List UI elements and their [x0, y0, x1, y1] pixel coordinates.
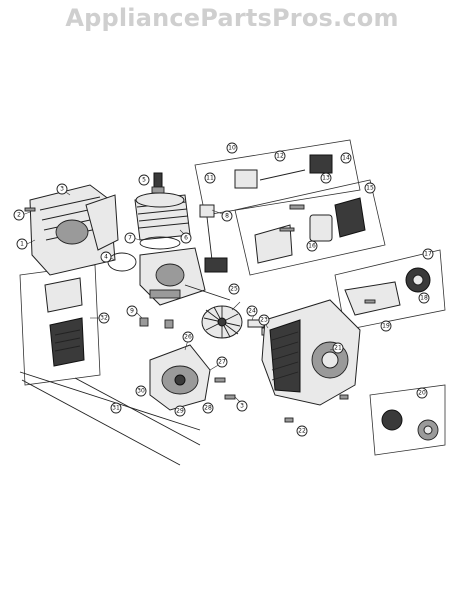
callout-13: 13 — [320, 172, 332, 184]
callout-17: 17 — [422, 248, 434, 260]
spark-plug — [151, 172, 165, 194]
svg-text:9: 9 — [130, 308, 134, 315]
callout-14: 14 — [340, 152, 352, 164]
svg-text:13: 13 — [322, 175, 330, 182]
callout-1: 1 — [16, 238, 28, 250]
svg-text:2: 2 — [17, 212, 21, 219]
cylinder-gasket — [139, 236, 181, 250]
site-watermark: AppliancePartsPros.com — [65, 4, 399, 32]
group-box-20 — [369, 384, 446, 456]
svg-text:19: 19 — [382, 323, 390, 330]
svg-text:22: 22 — [298, 428, 306, 435]
callout-3-bottom: 3 — [236, 400, 248, 412]
crankcase — [139, 247, 231, 306]
callout-27: 27 — [216, 356, 228, 368]
svg-text:25: 25 — [230, 286, 238, 293]
fasteners — [24, 204, 376, 423]
svg-text:8: 8 — [225, 213, 229, 220]
callout-8: 8 — [221, 210, 233, 222]
o-ring — [107, 252, 137, 272]
throttle-cables — [19, 371, 201, 466]
connecting-rod — [199, 204, 228, 273]
callout-9: 9 — [126, 305, 138, 317]
svg-text:27: 27 — [218, 359, 226, 366]
callout-6: 6 — [180, 232, 192, 244]
callout-7: 7 — [124, 232, 136, 244]
callout-15: 15 — [364, 182, 376, 194]
cylinder-shroud — [29, 184, 119, 276]
svg-text:1: 1 — [20, 241, 24, 248]
svg-text:17: 17 — [424, 251, 432, 258]
callout-12: 12 — [274, 150, 286, 162]
callout-21: 21 — [332, 342, 344, 354]
filter-group — [254, 197, 366, 264]
svg-text:23: 23 — [260, 317, 268, 324]
callout-22: 22 — [296, 425, 308, 437]
svg-text:11: 11 — [206, 175, 214, 182]
carburetor-group — [234, 154, 333, 189]
callout-16: 16 — [306, 240, 318, 252]
callout-26: 26 — [182, 331, 194, 343]
callout-31: 31 — [110, 402, 122, 414]
svg-text:14: 14 — [342, 155, 350, 162]
callout-5: 5 — [138, 174, 150, 186]
svg-text:12: 12 — [276, 153, 284, 160]
flywheel — [201, 305, 243, 339]
callout-2: 2 — [13, 209, 25, 221]
callout-19: 19 — [380, 320, 392, 332]
callout-10: 10 — [226, 142, 238, 154]
callout-24: 24 — [246, 305, 258, 317]
svg-text:18: 18 — [420, 295, 428, 302]
gear-cover-group — [344, 267, 431, 316]
cylinder — [134, 192, 191, 241]
svg-text:5: 5 — [142, 177, 146, 184]
callout-30: 30 — [135, 385, 147, 397]
svg-text:6: 6 — [184, 235, 188, 242]
callout-29: 29 — [174, 405, 186, 417]
svg-text:7: 7 — [128, 235, 132, 242]
clutch-housing — [149, 344, 211, 411]
svg-text:3: 3 — [60, 186, 64, 193]
svg-text:29: 29 — [176, 408, 184, 415]
svg-text:32: 32 — [100, 315, 108, 322]
callout-4: 4 — [100, 251, 112, 263]
svg-text:24: 24 — [248, 308, 256, 315]
engine-housing — [261, 299, 361, 406]
svg-text:20: 20 — [418, 390, 426, 397]
svg-text:21: 21 — [334, 345, 342, 352]
svg-text:28: 28 — [204, 405, 212, 412]
callout-32: 32 — [98, 312, 110, 324]
svg-text:10: 10 — [228, 145, 236, 152]
svg-text:31: 31 — [112, 405, 120, 412]
air-filter-cover — [44, 277, 85, 367]
svg-text:4: 4 — [104, 254, 108, 261]
callout-25: 25 — [228, 283, 240, 295]
callout-20: 20 — [416, 387, 428, 399]
callout-28: 28 — [202, 402, 214, 414]
svg-text:3: 3 — [240, 403, 244, 410]
callout-23: 23 — [258, 314, 270, 326]
callout-3-top: 3 — [56, 183, 68, 195]
svg-text:16: 16 — [308, 243, 316, 250]
svg-text:30: 30 — [137, 388, 145, 395]
svg-text:26: 26 — [184, 334, 192, 341]
group-box-15-16 — [234, 179, 386, 276]
clutch-parts — [381, 409, 439, 441]
callout-18: 18 — [418, 292, 430, 304]
svg-text:15: 15 — [366, 185, 374, 192]
group-box-10-14 — [194, 139, 361, 216]
callout-11: 11 — [204, 172, 216, 184]
